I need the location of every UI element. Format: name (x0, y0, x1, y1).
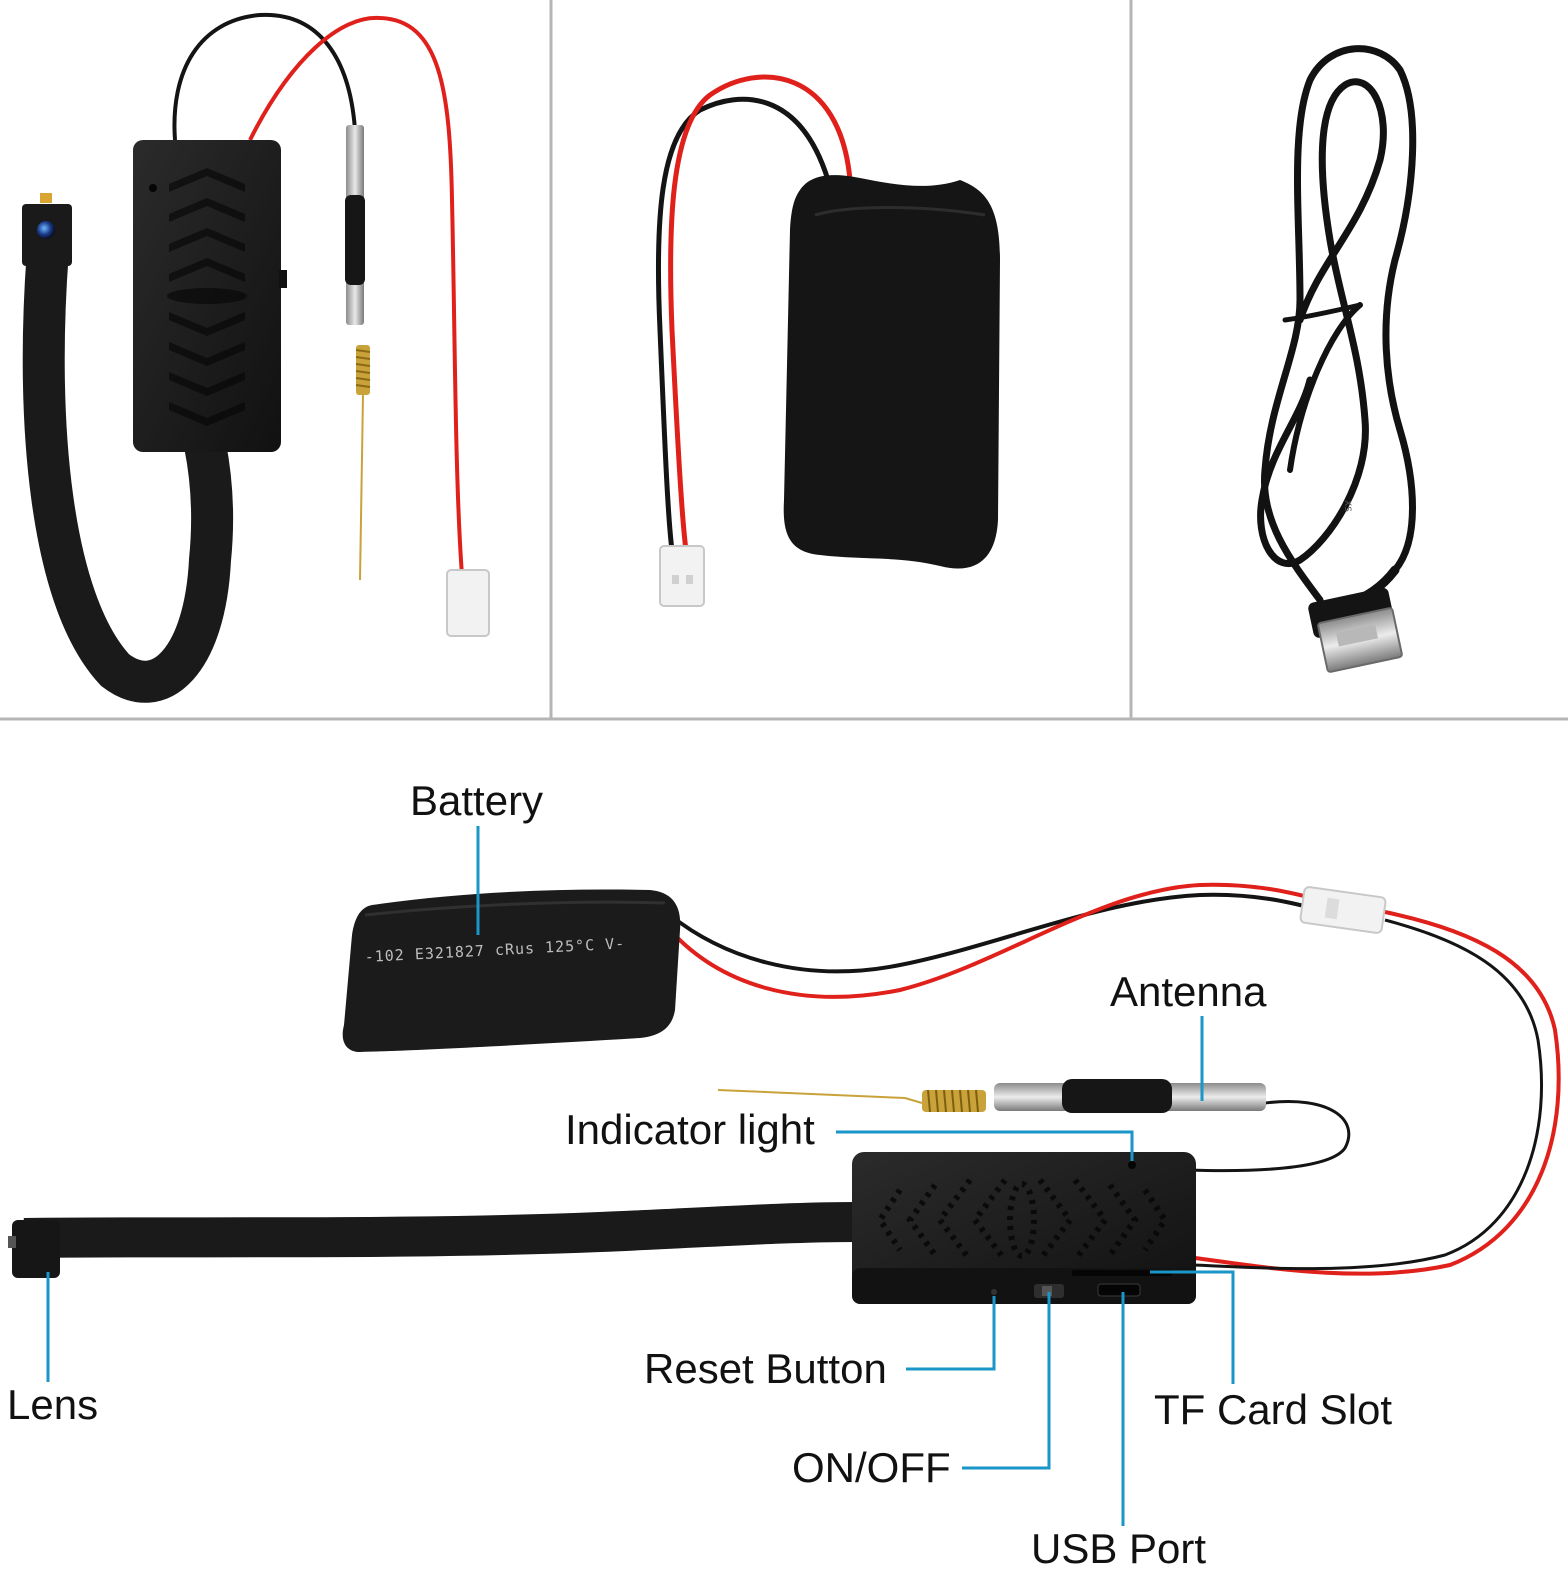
callout-battery: Battery (410, 777, 544, 824)
callout-indicator-light: Indicator light (565, 1106, 815, 1153)
antenna-wire-icon (1187, 1100, 1351, 1173)
usb-plug-icon (1308, 587, 1403, 673)
connector-icon (446, 569, 490, 637)
callout-reset-button: Reset Button (644, 1345, 887, 1392)
wire-red-icon (668, 882, 1321, 999)
wire-black-icon (1194, 918, 1544, 1271)
cable-print-text: XS (1342, 500, 1352, 512)
connector-icon (659, 545, 705, 607)
wire-red-icon (248, 15, 464, 576)
wire-black-icon (172, 12, 357, 141)
leader-indicator-light (836, 1130, 1134, 1161)
leader-tf-card-slot (1150, 1270, 1235, 1384)
ribbon-cable-icon (22, 248, 234, 703)
panel-camera-module (22, 12, 490, 703)
callout-usb-port: USB Port (1031, 1525, 1207, 1572)
usb-port-icon (1097, 1283, 1141, 1297)
dvr-board-icon (852, 1152, 1196, 1304)
wire-red-icon (668, 74, 853, 551)
reset-hole-icon (991, 1289, 997, 1295)
connector-icon (1299, 886, 1387, 934)
lens-module-icon (12, 1220, 60, 1278)
wire-black-icon (655, 96, 831, 551)
leader-reset-button (906, 1296, 996, 1371)
battery-icon (783, 175, 1000, 569)
panel-battery-pack (655, 74, 1000, 607)
indicator-light-icon (1128, 1161, 1136, 1169)
callout-tf-card-slot: TF Card Slot (1154, 1386, 1393, 1433)
callout-on-off: ON/OFF (792, 1444, 951, 1491)
wire-red-icon (1194, 910, 1561, 1276)
ribbon-cable-icon (23, 1202, 859, 1258)
callout-lens: Lens (7, 1381, 99, 1428)
callout-leaders (46, 826, 1235, 1526)
tf-card-slot-icon (1072, 1270, 1172, 1276)
assembled-diagram: -102 E321827 cRus 125°C V- (8, 882, 1561, 1304)
leader-on-off (962, 1292, 1051, 1470)
battery-pack-icon (342, 889, 681, 1052)
usb-cable-icon (1260, 45, 1417, 604)
lens-icon (37, 221, 55, 239)
panel-usb-cable (1257, 45, 1417, 610)
callout-antenna: Antenna (1110, 968, 1267, 1015)
wire-black-icon (668, 892, 1321, 974)
panel-dividers (0, 0, 1568, 721)
